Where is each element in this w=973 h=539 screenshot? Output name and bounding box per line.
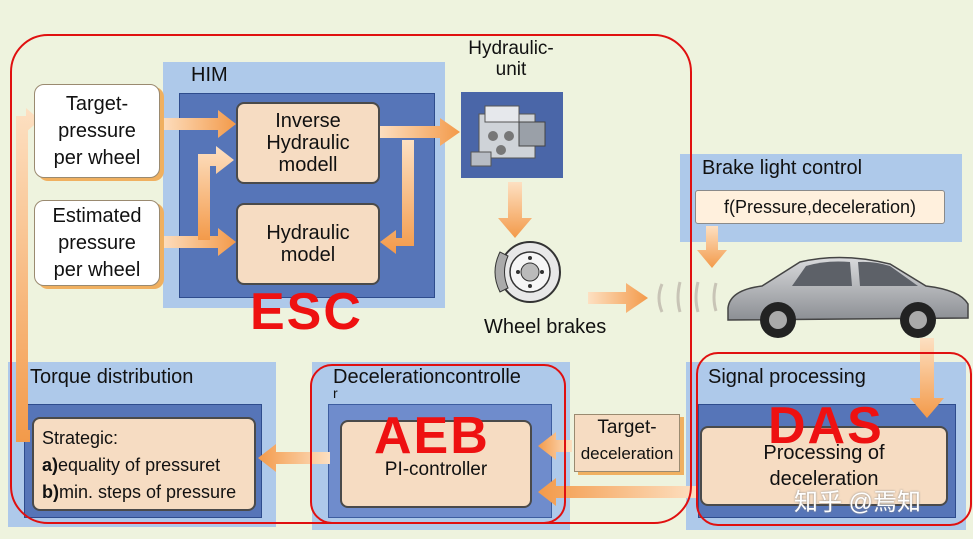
arrow-formula-to-car <box>697 226 727 268</box>
torque-title: Torque distribution <box>30 366 194 388</box>
brake-disc-icon <box>494 241 561 303</box>
brake-light-title: Brake light control <box>702 157 863 179</box>
pi-controller-box: PI-controller <box>340 420 532 508</box>
das-label: DAS <box>768 397 884 455</box>
strategic-a: a)equality of pressuret <box>42 455 221 475</box>
brake-light-formula: f(Pressure,deceleration) <box>723 196 917 217</box>
arrow-strategic-to-target <box>16 108 40 442</box>
arrow-unit-to-brakes <box>498 182 532 238</box>
arrow-inverse-to-unit <box>378 118 460 146</box>
das-outline <box>696 352 972 526</box>
esc-label: ESC <box>250 283 363 341</box>
strategic-box: Strategic: a)equality of pressuret b)min… <box>32 417 256 511</box>
wheel-brakes-label: Wheel brakes <box>484 316 607 338</box>
deceleration-title: Decelerationcontrolle <box>333 366 521 388</box>
arrow-car-to-signal <box>910 338 944 418</box>
arrow-estimated-to-model <box>160 228 236 256</box>
hydraulic-unit-label: Hydraulic-unit <box>468 38 554 80</box>
him-title: HIM <box>191 64 228 86</box>
hydraulic-unit-icon <box>470 105 546 167</box>
light-rays <box>657 281 718 313</box>
wheel-brakes-image <box>476 238 576 308</box>
aeb-label: AEB <box>374 407 490 465</box>
arrow-target-to-inverse <box>160 110 236 138</box>
arrow-brakes-to-car <box>588 283 648 313</box>
signal-title: Signal processing <box>708 366 866 388</box>
car-image <box>722 246 972 342</box>
deceleration-title-tail: r <box>333 385 338 401</box>
watermark: 知乎 @焉知 <box>794 489 922 516</box>
car-icon <box>727 256 969 338</box>
arrow-group <box>16 108 944 506</box>
arrow-pi-to-strategic <box>258 444 330 472</box>
arrow-target-to-pi <box>538 432 572 460</box>
arrow-processing-to-target <box>538 478 698 506</box>
arrow-feedback-left <box>198 146 234 240</box>
strategic-title: Strategic: <box>42 428 119 448</box>
hydraulic-unit-image <box>461 92 563 178</box>
brake-light-formula-box: f(Pressure,deceleration) <box>695 190 945 224</box>
target-deceleration-box: Target-deceleration <box>574 414 680 472</box>
arrow-feedback-right <box>380 140 414 254</box>
aeb-outline <box>310 364 566 524</box>
